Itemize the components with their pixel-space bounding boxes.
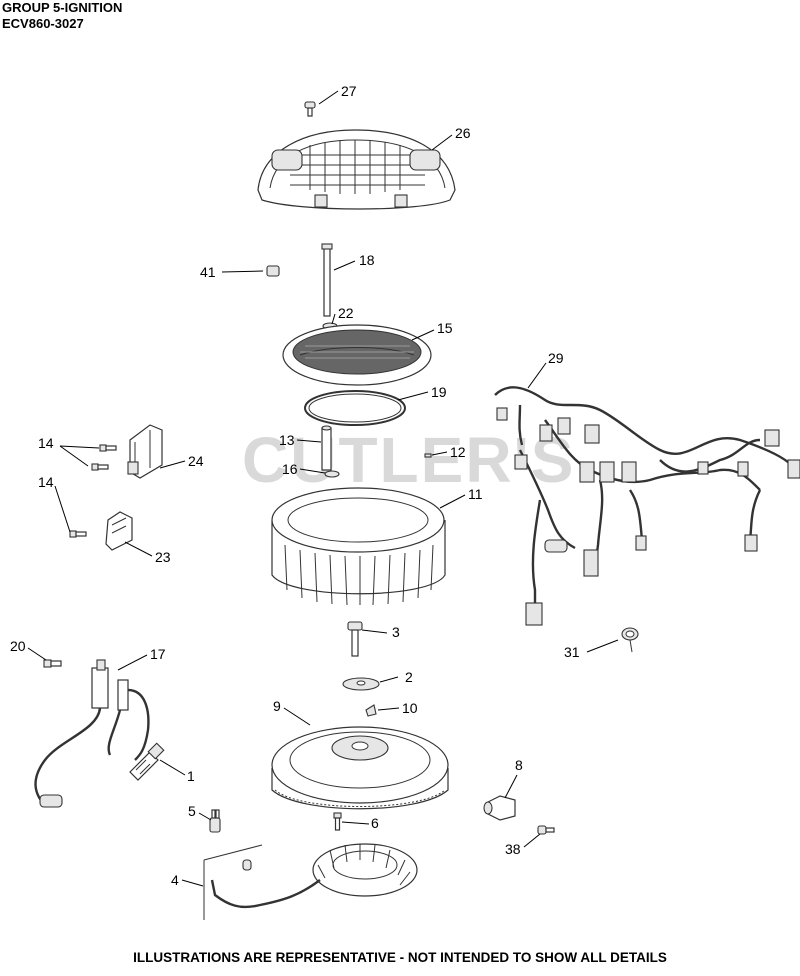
part-4-stator [210,843,418,909]
part-13-spacer [321,425,332,471]
part-14-screw-lower [69,530,87,538]
part-23-bracket [105,511,133,551]
callout-19: 19 [431,384,447,400]
callout-18: 18 [359,252,375,268]
callout-27: 27 [341,83,357,99]
callout-17: 17 [150,646,166,662]
callout-14-a: 14 [38,435,54,451]
part-3-bolt [347,621,363,657]
callout-29: 29 [548,350,564,366]
callout-23: 23 [155,549,171,565]
part-41-nut [266,265,280,277]
footer-disclaimer: ILLUSTRATIONS ARE REPRESENTATIVE - NOT I… [133,950,667,965]
callout-13: 13 [279,432,295,448]
callout-5: 5 [188,803,196,819]
callout-11: 11 [468,486,483,502]
callout-labels: 27 26 41 18 22 15 19 13 16 12 11 14 24 1… [10,83,580,888]
part-1-spark-plug [129,742,165,781]
callout-22: 22 [338,305,354,321]
part-6-screw [333,812,342,831]
callout-26: 26 [455,125,471,141]
group-title: GROUP 5-IGNITION [2,0,123,15]
part-4-reference-line [203,844,263,861]
callout-2: 2 [405,669,413,685]
leader-lines [27,90,619,887]
model-number: ECV860-3027 [2,16,84,31]
part-26-blower-cover [257,129,456,210]
part-18-stud [321,243,333,317]
part-8-sensor [483,795,516,821]
callout-12: 12 [450,444,466,460]
callout-6: 6 [371,815,379,831]
callout-14-b: 14 [38,474,54,490]
part-15-grass-screen [282,324,432,386]
part-31-sensor-clip [621,627,639,653]
callout-41: 41 [200,264,216,280]
part-14-screws-upper [91,444,117,471]
part-24-module [127,424,163,479]
part-16-washer [324,470,340,478]
callout-38: 38 [505,841,521,857]
part-5-terminal [209,809,221,833]
callout-10: 10 [402,700,418,716]
part-38-screw [537,825,555,835]
callout-16: 16 [282,461,298,477]
callout-9: 9 [273,698,281,714]
callout-1: 1 [187,768,195,784]
part-27-screw [304,101,316,117]
callout-3: 3 [392,624,400,640]
part-9-flywheel [271,726,449,810]
part-12-pin [424,453,432,458]
part-29-wiring-harness [494,386,800,626]
part-19-gasket [304,390,406,426]
callout-4: 4 [171,872,179,888]
part-20-screw [43,659,62,668]
part-2-washer [342,677,380,691]
callout-8: 8 [515,757,523,773]
part-17-ignition-coil [34,659,150,808]
part-11-fan [271,487,446,606]
callout-15: 15 [437,320,453,336]
callout-20: 20 [10,638,26,654]
callout-31: 31 [564,644,580,660]
callout-24: 24 [188,453,204,469]
part-10-key [365,704,377,717]
